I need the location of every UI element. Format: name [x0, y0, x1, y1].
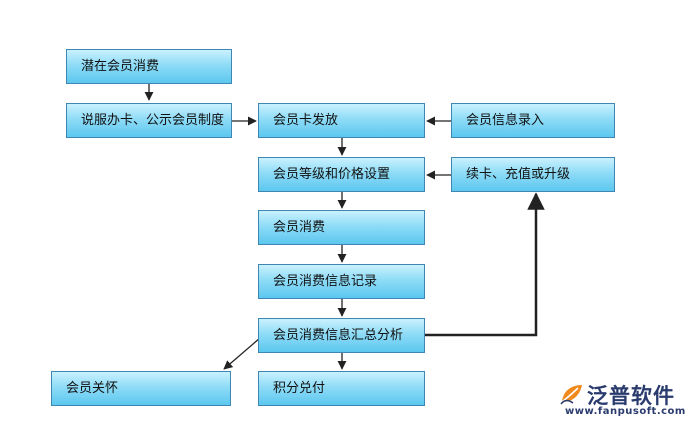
node-info-entry: 会员信息录入 [451, 103, 615, 138]
brand-name: 泛普软件 [587, 384, 675, 408]
arrow-analysis-to-renew [425, 192, 545, 337]
node-potential-consumption: 潜在会员消费 [66, 49, 232, 84]
node-consumption-record: 会员消费信息记录 [258, 264, 425, 299]
brand-logo: 泛普软件 www.fanpusoft.com [555, 378, 685, 422]
node-card-issue: 会员卡发放 [258, 103, 425, 138]
brand-url: www.fanpusoft.com [565, 406, 686, 417]
node-points-redemption: 积分兑付 [258, 371, 425, 406]
node-renew-recharge-upgrade: 续卡、充值或升级 [451, 157, 615, 192]
leaf-logo-icon [560, 385, 582, 405]
node-consumption-analysis: 会员消费信息汇总分析 [258, 318, 425, 353]
node-member-care: 会员关怀 [51, 371, 231, 406]
arrow-analysis-to-care [223, 337, 261, 370]
node-grade-price-setting: 会员等级和价格设置 [258, 157, 425, 192]
node-member-consumption: 会员消费 [258, 210, 425, 245]
node-persuade-membership: 说服办卡、公示会员制度 [66, 103, 232, 138]
